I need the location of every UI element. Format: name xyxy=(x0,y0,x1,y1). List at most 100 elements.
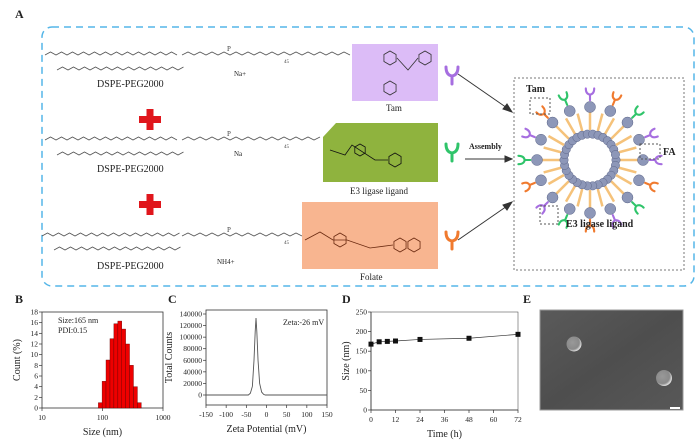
lipid-tail xyxy=(596,188,604,207)
panel-label-d: D xyxy=(342,292,351,306)
receptor-icon xyxy=(584,218,596,233)
panel-label-b: B xyxy=(15,292,24,306)
acyl-chain xyxy=(56,66,184,71)
y-tick-label: 20000 xyxy=(183,379,202,388)
x-tick-label: 12 xyxy=(392,415,400,424)
receptor-icon xyxy=(521,181,536,193)
lipid-tail xyxy=(610,125,625,140)
ring xyxy=(383,50,397,66)
x-tick-label: -100 xyxy=(219,410,233,419)
outer-head xyxy=(535,174,547,187)
data-point xyxy=(384,338,390,344)
y-tick-label: 0 xyxy=(34,404,38,413)
x-tick-label: 10 xyxy=(38,413,46,422)
outer-head xyxy=(584,207,596,219)
bond xyxy=(304,231,394,249)
x-axis-label: Zeta Potential (mV) xyxy=(227,424,307,435)
histogram-bar xyxy=(133,386,138,409)
x-tick-label: 36 xyxy=(441,415,449,424)
lipid-tail xyxy=(543,166,562,174)
receptor-icon xyxy=(648,154,663,166)
acyl-chain xyxy=(53,246,181,251)
outer-head xyxy=(633,133,645,146)
peg-linker xyxy=(181,51,351,56)
scale-bar xyxy=(670,407,680,409)
histogram-bar xyxy=(109,338,115,409)
outer-head xyxy=(535,133,547,146)
data-point xyxy=(368,341,374,347)
panel-label-e: E xyxy=(523,292,532,306)
x-tick-label: 60 xyxy=(490,415,498,424)
counterion: Na xyxy=(234,150,243,158)
receptor-icon xyxy=(517,154,532,166)
lipid-tail xyxy=(615,173,633,186)
y-axis-label: Count (%) xyxy=(12,339,23,381)
outer-head xyxy=(584,101,596,113)
panel-label-c: C xyxy=(168,292,177,306)
lipid-tail xyxy=(610,180,625,195)
outer-head xyxy=(563,105,576,117)
bond xyxy=(396,57,419,71)
receptor-icon xyxy=(444,142,460,163)
x-tick-label: 50 xyxy=(283,410,291,419)
outer-head xyxy=(604,203,617,215)
b-annotation: PDI:0.15 xyxy=(58,326,88,335)
ring xyxy=(393,237,407,253)
y-tick-label: 80000 xyxy=(183,344,202,353)
np-tam-label: Tam xyxy=(526,84,546,95)
y-tick-label: 14 xyxy=(31,329,39,338)
receptor-icon xyxy=(644,181,659,193)
phosphate-label: P xyxy=(227,226,231,234)
outer-head xyxy=(546,191,559,204)
outer-head xyxy=(563,203,576,215)
histogram-bar xyxy=(137,402,142,409)
histogram-bar xyxy=(117,320,122,409)
y-tick-label: 10 xyxy=(31,350,39,359)
y-tick-label: 100 xyxy=(356,366,368,375)
lipid-tail xyxy=(576,113,584,132)
histogram-bar xyxy=(101,381,107,409)
plus-icon xyxy=(139,109,161,215)
nanoparticle xyxy=(517,87,663,233)
folate-box xyxy=(302,202,438,269)
acyl-chain xyxy=(44,51,178,56)
acyl-chain xyxy=(41,232,180,237)
y-tick-label: 2 xyxy=(34,393,38,402)
x-tick-label: 72 xyxy=(514,415,522,424)
c-annotation: Zeta:-26 mV xyxy=(283,318,325,327)
data-point xyxy=(417,336,423,342)
peg-repeat: 45 xyxy=(284,60,290,65)
outer-head xyxy=(621,191,634,204)
x-tick-label: -150 xyxy=(199,410,213,419)
b-annotation: Size:165 nm xyxy=(58,316,99,325)
data-point xyxy=(393,338,398,344)
y-tick-label: 8 xyxy=(34,361,38,370)
nanoparticle-box xyxy=(513,77,685,271)
inner-head xyxy=(610,150,620,160)
arrows xyxy=(457,73,514,241)
histogram-bar xyxy=(121,328,126,409)
ring xyxy=(333,232,347,248)
y-tick-label: 100000 xyxy=(180,333,203,342)
data-point xyxy=(376,339,382,345)
lipid-tail xyxy=(564,117,577,135)
y-tick-label: 120000 xyxy=(180,321,203,330)
y-tick-label: 60000 xyxy=(183,356,202,365)
lipid-tail xyxy=(547,134,565,147)
lipid-label: DSPE-PEG2000 xyxy=(97,164,164,175)
phosphate-label: P xyxy=(227,130,231,138)
x-tick-label: 24 xyxy=(416,415,424,424)
peg-linker xyxy=(181,136,321,141)
np-e3-label: E3 ligase ligand xyxy=(566,219,634,230)
lipid-tail xyxy=(547,173,565,186)
nanoparticle-sem xyxy=(656,370,672,386)
y-tick-label: 6 xyxy=(34,372,38,381)
nanoparticle-sem xyxy=(566,336,582,352)
x-tick-label: 48 xyxy=(465,415,473,424)
lipid-tail xyxy=(576,188,584,207)
receptor-icon xyxy=(521,127,536,139)
y-tick-label: 150 xyxy=(356,347,368,356)
panel-label-a: A xyxy=(15,7,24,21)
